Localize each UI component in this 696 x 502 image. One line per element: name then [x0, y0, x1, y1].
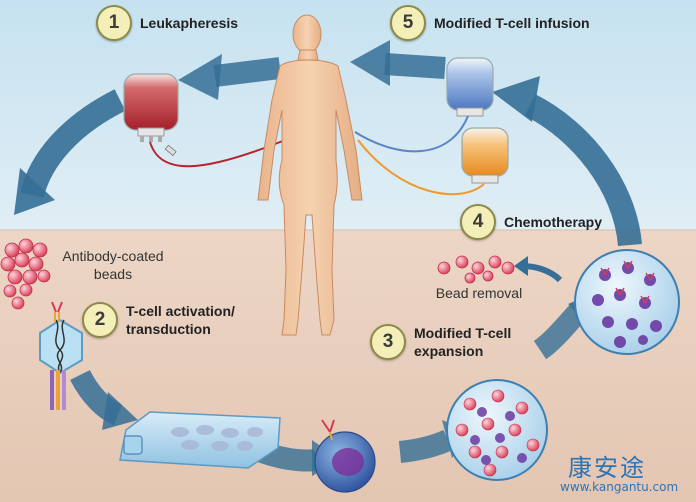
step-label: Modified T-cell expansion [414, 325, 512, 359]
modified-tcell [314, 419, 376, 493]
step-label: Modified T-cell infusion [434, 15, 590, 31]
step-chemotherapy: 4 Chemotherapy [460, 204, 602, 240]
step-badge: 2 [82, 302, 118, 338]
expanded-tcells [574, 249, 680, 355]
removed-beads [437, 255, 515, 284]
step-leukapheresis: 1 Leukapheresis [96, 5, 238, 41]
patient-figure [257, 14, 363, 336]
infusion-tube [354, 115, 469, 153]
expansion-culture [446, 379, 548, 481]
watermark-url: www.kangantu.com [560, 480, 679, 494]
antibody-beads-label: Antibody-coated beads [62, 248, 164, 282]
step-tcell-activation: 2 T-cell activation/ transduction [82, 302, 235, 338]
blood-tube [149, 137, 291, 168]
transduction-vector [39, 301, 83, 410]
step-badge: 1 [96, 5, 132, 41]
step-label: Leukapheresis [140, 15, 239, 31]
chemotherapy-bag [461, 127, 509, 184]
bead-removal-label: Bead removal [435, 285, 523, 301]
antibody-beads-cluster [0, 238, 51, 310]
step-tcell-infusion: 5 Modified T-cell infusion [390, 5, 590, 41]
tcell-infusion-bag [446, 57, 494, 117]
step-badge: 5 [390, 5, 426, 41]
step-badge: 4 [460, 204, 496, 240]
blood-bag [123, 73, 179, 142]
step-label: Chemotherapy [504, 214, 603, 230]
watermark-logo-text: 康安途 [568, 454, 646, 482]
step-badge: 3 [370, 324, 406, 360]
culture-flask [119, 411, 281, 469]
step-label: T-cell activation/ transduction [126, 303, 235, 337]
chemo-tube [357, 139, 485, 196]
step-tcell-expansion: 3 Modified T-cell expansion [370, 324, 511, 360]
